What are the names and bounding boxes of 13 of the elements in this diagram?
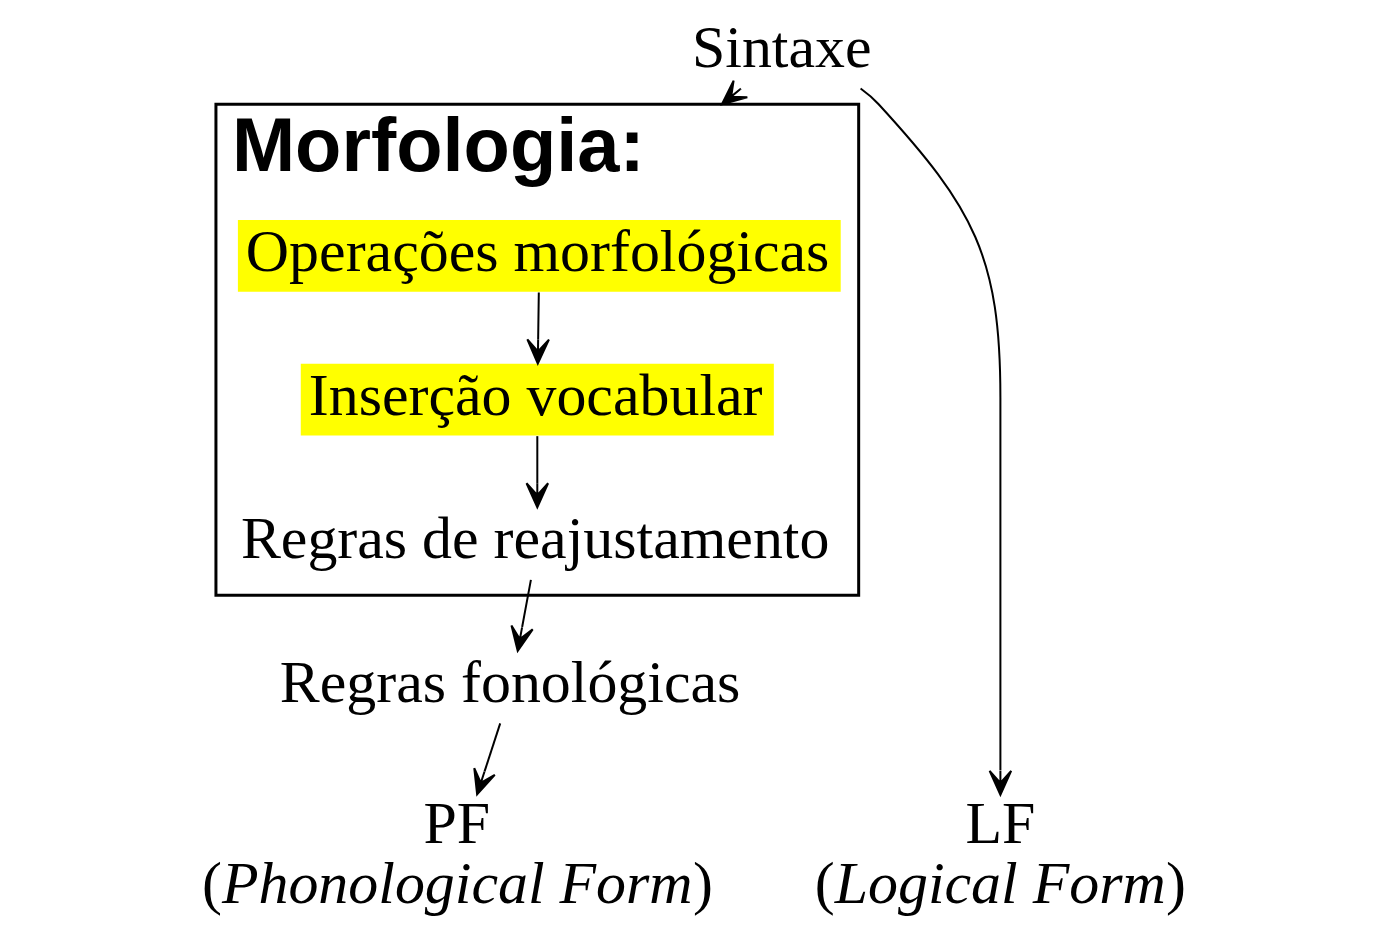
node-text: PF (Phonological Form) bbox=[201, 789, 713, 916]
arrow bbox=[525, 435, 550, 509]
arrow bbox=[526, 291, 550, 365]
arrow bbox=[720, 79, 749, 106]
node-text: LF (Logical Form) bbox=[814, 789, 1187, 916]
node-text: Regras fonológicas bbox=[279, 649, 741, 716]
node-text: Regras de reajustamento bbox=[240, 505, 830, 572]
node-box: Inserção vocabular bbox=[300, 363, 774, 436]
arrow bbox=[510, 578, 534, 652]
node-text: Sintaxe bbox=[692, 14, 872, 81]
node-box: Operações morfológicas bbox=[237, 220, 841, 292]
arrow bbox=[473, 722, 502, 796]
arrow bbox=[859, 87, 1013, 796]
